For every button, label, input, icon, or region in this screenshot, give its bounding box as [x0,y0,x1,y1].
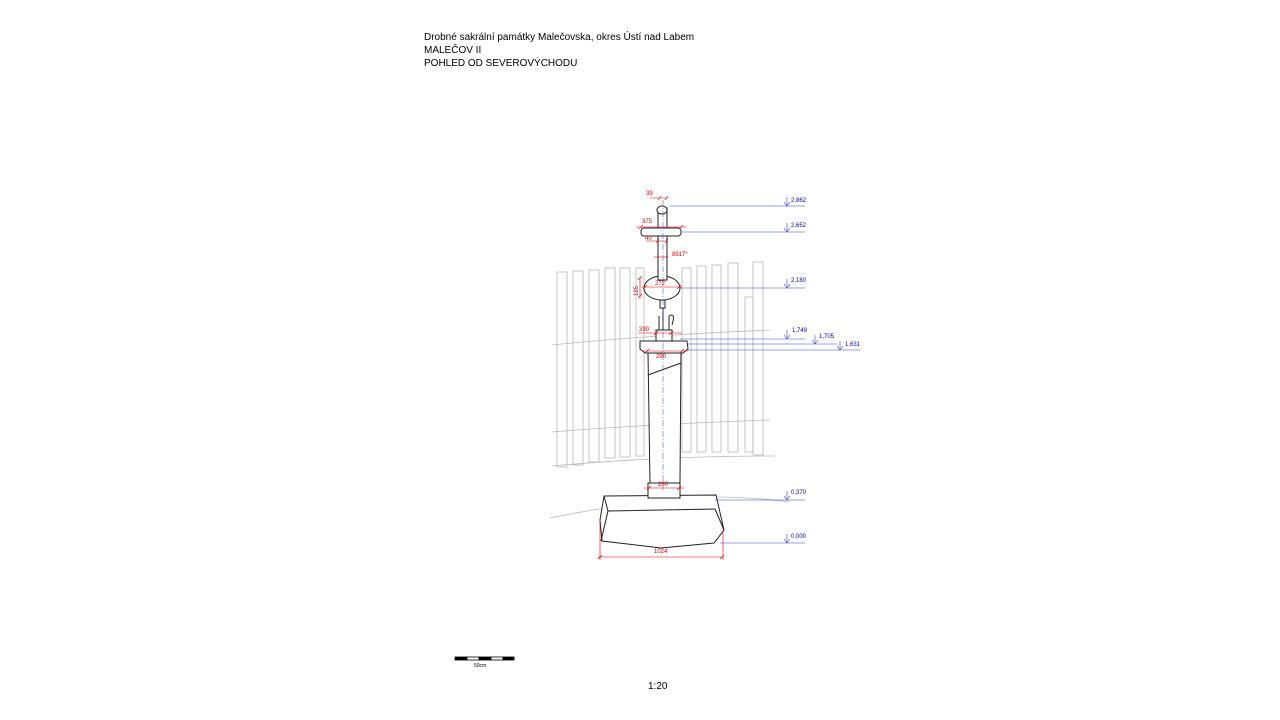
monument-name: MALEČOV II [424,45,482,56]
dimension-label: 40 [645,236,652,242]
dimension-label: 272 [655,281,666,287]
elevation-label: 2,862 [791,198,807,204]
dimension-label: 1024 [654,549,668,555]
dimension-label: 375 [642,219,653,225]
scale-bar-label: 50cm [474,663,487,669]
base-block [599,494,725,549]
dimension-label: 290 [656,354,667,360]
dimension-label: 390 [639,327,650,333]
elevation-label: 1,705 [819,334,835,340]
elevation-markers [783,197,844,544]
dimension-label: 39 [646,191,653,197]
upper-plinth [655,329,673,342]
cross-top [656,205,668,215]
title-block: Drobné sakrální památky Malečovska, okre… [424,31,694,70]
dimension-label: 290 [658,482,669,488]
elevation-label: 2,652 [791,223,807,229]
dimension-label: 185 [634,285,640,296]
scale-ratio: 1:20 [648,681,668,692]
project-title: Drobné sakrální památky Malečovska, okre… [424,32,695,43]
cross-stem [657,207,668,281]
elevation-lines [670,205,860,544]
cornice [639,340,689,354]
shaft [647,351,682,484]
dimension-labels: 39 375 40 8917° 272 185 390 290 290 1024 [634,191,688,555]
dimension-label: 8917° [672,252,688,258]
elevation-label: 1,631 [845,342,861,348]
scale-bar [454,656,515,661]
elevation-label: 1,749 [792,328,808,334]
monument [599,205,725,549]
view-label: POHLED OD SEVEROVÝCHODU [424,58,578,69]
elevation-labels: 2,862 2,652 2,180 1,749 1,705 1,631 0,37… [791,198,861,540]
cross-arm [640,227,682,237]
elevation-label: 2,180 [791,278,807,284]
elevation-label: 0,370 [791,490,807,496]
elevation-label: 0,000 [791,534,807,540]
dimension-lines [597,195,725,560]
